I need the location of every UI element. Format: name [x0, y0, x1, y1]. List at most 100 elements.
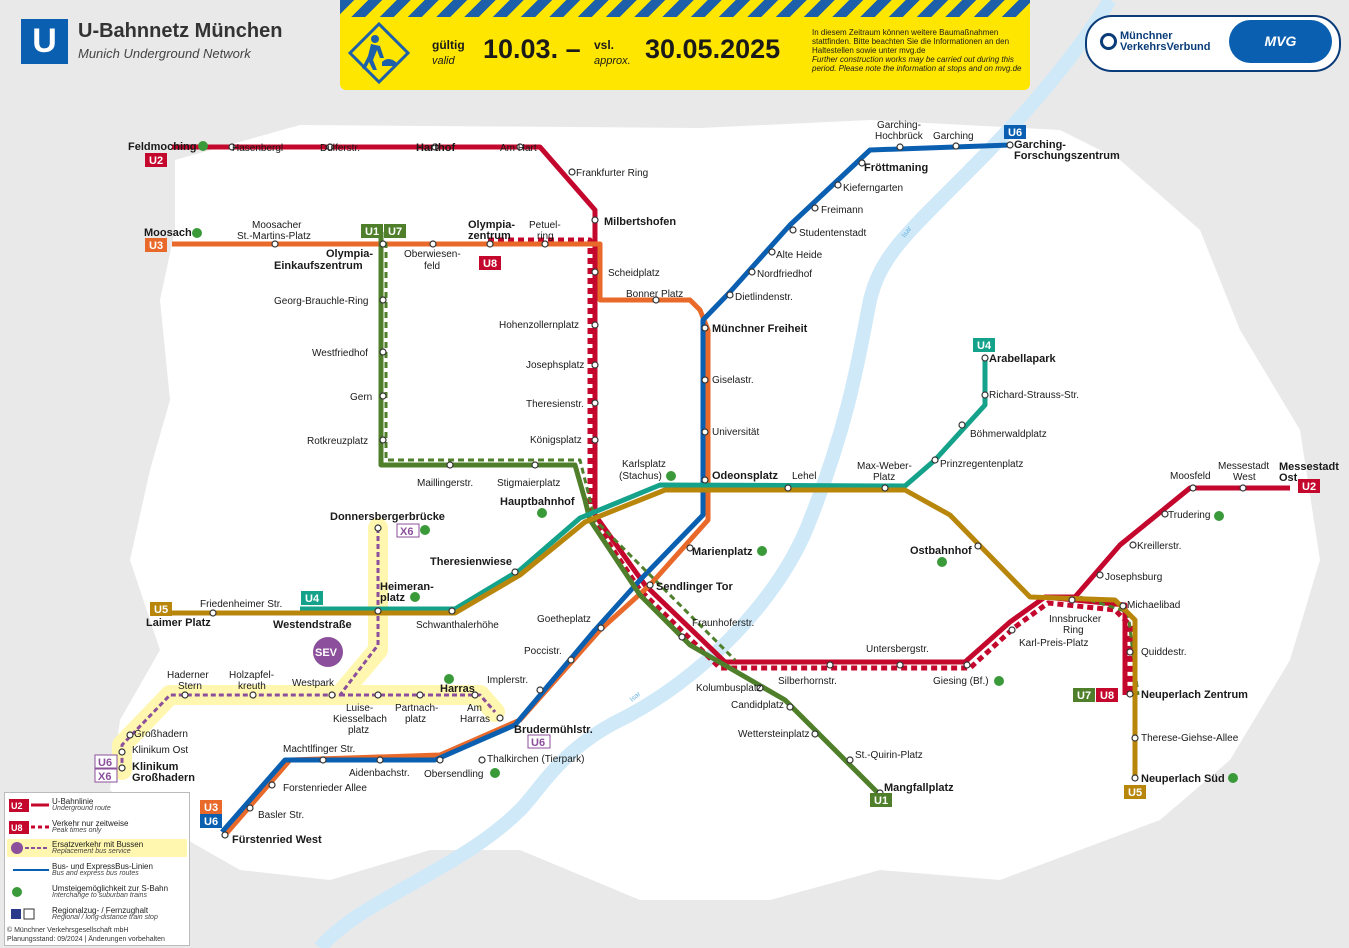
station-boehmerwald: Böhmerwaldplatz — [970, 429, 1047, 440]
legend-bus-en: Bus and express bus routes — [52, 870, 139, 877]
copyright: © Münchner Verkehrsgesellschaft mbH — [7, 927, 129, 934]
station-silberhorn: Silberhornstr. — [778, 676, 837, 687]
badge-u1-oez: U1 — [365, 226, 379, 238]
page-subtitle: Munich Underground Network — [78, 46, 251, 61]
station-garching-hb-1: Garching- — [877, 120, 921, 131]
station-basler: Basler Str. — [258, 810, 304, 821]
u-bahn-logo: U — [21, 19, 68, 64]
legend-item-sev: Ersatzverkehr mit Bussen Replacement bus… — [7, 839, 187, 857]
station-karlsplatz-1: Karlsplatz — [622, 459, 666, 470]
legend-item-bus: Bus- und ExpressBus-Linien Bus and expre… — [7, 861, 187, 879]
station-studentenstadt: Studentenstadt — [799, 228, 866, 239]
badge-u8-neuperlach: U8 — [1100, 690, 1114, 702]
station-harthof: Harthof — [416, 142, 455, 154]
station-westpark: Westpark — [292, 678, 335, 689]
station-heimeran-1: Heimeran- — [380, 581, 434, 593]
badge-u5-laimer: U5 — [154, 604, 168, 616]
badge-u2-messestadt: U2 — [1302, 481, 1316, 493]
station-petuel-2: ring — [537, 231, 554, 242]
line-u6 — [220, 142, 1011, 834]
station-luise-3: platz — [348, 725, 369, 736]
banner-approx-en: approx. — [594, 55, 631, 67]
station-messew-1: Messestadt — [1218, 461, 1269, 472]
station-rotkreuz: Rotkreuzplatz — [307, 436, 368, 447]
station-holzapfel-1: Holzapfel- — [229, 670, 274, 681]
banner-note-de: In diesem Zeitraum können weitere Baumaß… — [812, 28, 1010, 55]
station-michaelibad: Michaelibad — [1127, 600, 1180, 611]
station-haderner-1: Haderner — [167, 670, 209, 681]
station-josephsburg: Josephsburg — [1105, 572, 1162, 583]
station-altheide: Alte Heide — [776, 250, 823, 261]
mvv-line-2: VerkehrsVerbund — [1120, 41, 1211, 53]
station-maillinger: Maillingerstr. — [417, 478, 473, 489]
river-isar — [314, 0, 1116, 948]
station-forstenrieder: Forstenrieder Allee — [283, 783, 367, 794]
station-hasenbergl: Hasenbergl — [232, 143, 283, 154]
construction-banner: gültig valid 10.03. – vsl. approx. 30.05… — [340, 0, 1030, 90]
station-luise-2: Kiesselbach — [333, 714, 387, 725]
station-petuel-1: Petuel- — [529, 220, 561, 231]
station-moosacher-1: Moosacher — [252, 220, 302, 231]
station-harras: Harras — [440, 683, 475, 695]
regional-train-icon — [11, 908, 35, 920]
planning-note: Planungsstand: 09/2024 | Änderungen vorb… — [7, 936, 165, 943]
station-fraunhofer: Fraunhoferstr. — [692, 618, 754, 629]
station-thalkirchen: Thalkirchen (Tierpark) — [487, 754, 584, 765]
station-neuperlachs: Neuperlach Süd — [1141, 773, 1225, 785]
station-karlsplatz-2: (Stachus) — [619, 471, 662, 482]
station-hbf: Hauptbahnhof — [500, 496, 575, 508]
badge-x6-donnersberger: X6 — [400, 526, 413, 538]
station-moosacher-2: St.-Martins-Platz — [237, 231, 311, 242]
construction-worker-icon — [348, 22, 410, 84]
legend-bus-symbol — [13, 869, 49, 871]
station-friedenheimer: Friedenheimer Str. — [200, 599, 282, 610]
legend-sev-symbol — [11, 842, 49, 854]
station-universitaet: Universität — [712, 427, 759, 438]
station-prinzregenten: Prinzregentenplatz — [940, 459, 1023, 470]
station-donnersberger: Donnersbergerbrücke — [330, 511, 445, 523]
station-kieferngarten: Kieferngarten — [843, 183, 903, 194]
badge-u2-feldmoching: U2 — [149, 155, 163, 167]
station-moosach: Moosach — [144, 227, 192, 239]
station-moosfeld: Moosfeld — [1170, 471, 1211, 482]
sbahn-icons — [192, 141, 1238, 783]
station-quiddestr: Quiddestr. — [1141, 647, 1187, 658]
station-nordfriedhof: Nordfriedhof — [757, 269, 812, 280]
station-arabellapark: Arabellapark — [989, 353, 1057, 365]
station-karlpreis: Karl-Preis-Platz — [1019, 638, 1088, 649]
station-gfz-2: Forschungszentrum — [1014, 150, 1120, 162]
badge-u3-fuerstenried: U3 — [204, 802, 218, 814]
station-duelferstr: Dülferstr. — [320, 143, 360, 154]
station-messew-2: West — [1233, 472, 1256, 483]
legend-badge-u2: U2 — [11, 801, 23, 811]
banner-stripes — [340, 0, 1030, 17]
station-westend: Westendstraße — [273, 619, 352, 631]
station-luise-1: Luise- — [346, 703, 373, 714]
station-freimann: Freimann — [821, 205, 863, 216]
station-neuperlachz: Neuperlach Zentrum — [1141, 689, 1248, 701]
banner-date-from: 10.03. – — [483, 34, 581, 64]
badge-u4-arabellapark: U4 — [977, 340, 992, 352]
legend-route-de: U-Bahnlinie — [52, 797, 94, 806]
station-laimer: Laimer Platz — [146, 617, 211, 629]
station-hohenzollern: Hohenzollernplatz — [499, 320, 579, 331]
station-holzapfel-2: kreuth — [238, 681, 266, 692]
station-mfreiheit: Münchner Freiheit — [712, 323, 808, 335]
station-bruder: Brudermühlstr. — [514, 724, 593, 736]
station-oez-2: Einkaufszentrum — [274, 260, 363, 272]
station-klinikum-2: Großhadern — [132, 772, 195, 784]
legend-item-regional: Regionalzug- / Fernzughalt Regional / lo… — [7, 905, 187, 923]
station-lehel: Lehel — [792, 471, 816, 482]
station-grosshadern: Großhadern — [134, 729, 188, 740]
station-machtlfinger: Machtlfinger Str. — [283, 744, 355, 755]
sbahn-icon — [12, 887, 22, 897]
station-poccistr: Poccistr. — [524, 646, 562, 657]
station-dietlinden: Dietlindenstr. — [735, 292, 793, 303]
line-u4 — [300, 356, 988, 612]
badge-x6-klinikum: X6 — [98, 771, 111, 783]
legend-route-en: Underground route — [52, 805, 111, 812]
legend-regional-en: Regional / long-distance train stop — [52, 914, 158, 921]
mvv-mvg-logo[interactable]: Münchner VerkehrsVerbund MVG — [1085, 15, 1341, 72]
station-messeo-1: Messestadt — [1279, 461, 1339, 473]
